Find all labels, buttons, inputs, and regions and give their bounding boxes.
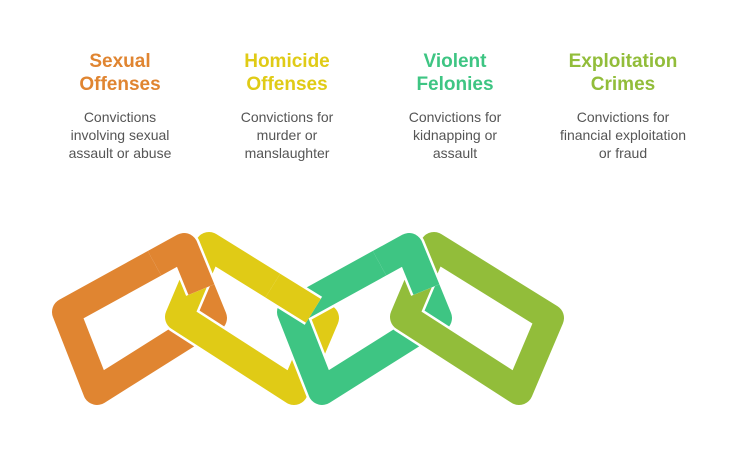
chain-link-sexual-offenses-overlap	[147, 233, 215, 295]
desc-line: financial exploitation	[559, 127, 687, 143]
title-line: Crimes	[590, 74, 656, 95]
title-line: Violent	[423, 51, 487, 72]
desc-line: Convictions for	[240, 109, 334, 125]
title-line: Offenses	[246, 74, 328, 95]
desc-line: Convictions for	[576, 109, 670, 125]
desc-line: assault or abuse	[68, 145, 172, 161]
title-line: Exploitation	[568, 51, 678, 72]
desc-line: or fraud	[598, 145, 648, 161]
column-description: Convictions involving sexual assault or ab…	[35, 108, 205, 162]
column-description: Convictions for financial exploitation or …	[538, 108, 708, 162]
title-line: Homicide	[244, 51, 330, 72]
chain-link-violent-felonies-overlap	[372, 233, 440, 295]
chain-link-violent-felonies	[277, 233, 452, 405]
title-line: Offenses	[79, 74, 161, 95]
title-line: Felonies	[416, 74, 494, 95]
desc-line: kidnapping or	[412, 127, 498, 143]
desc-line: Convictions for	[408, 109, 502, 125]
desc-line: assault	[432, 145, 478, 161]
desc-line: involving sexual	[70, 127, 170, 143]
desc-line: Convictions	[83, 109, 157, 125]
column-description: Convictions for kidnapping or assault	[370, 108, 540, 162]
desc-line: murder or	[256, 127, 318, 143]
chain-link-homicide-offenses-overlap	[265, 273, 321, 323]
title-line: Sexual	[89, 51, 151, 72]
desc-line: manslaughter	[244, 145, 330, 161]
chain-link-sexual-offenses	[52, 233, 227, 405]
column-description: Convictions for murder or manslaughter	[202, 108, 372, 162]
